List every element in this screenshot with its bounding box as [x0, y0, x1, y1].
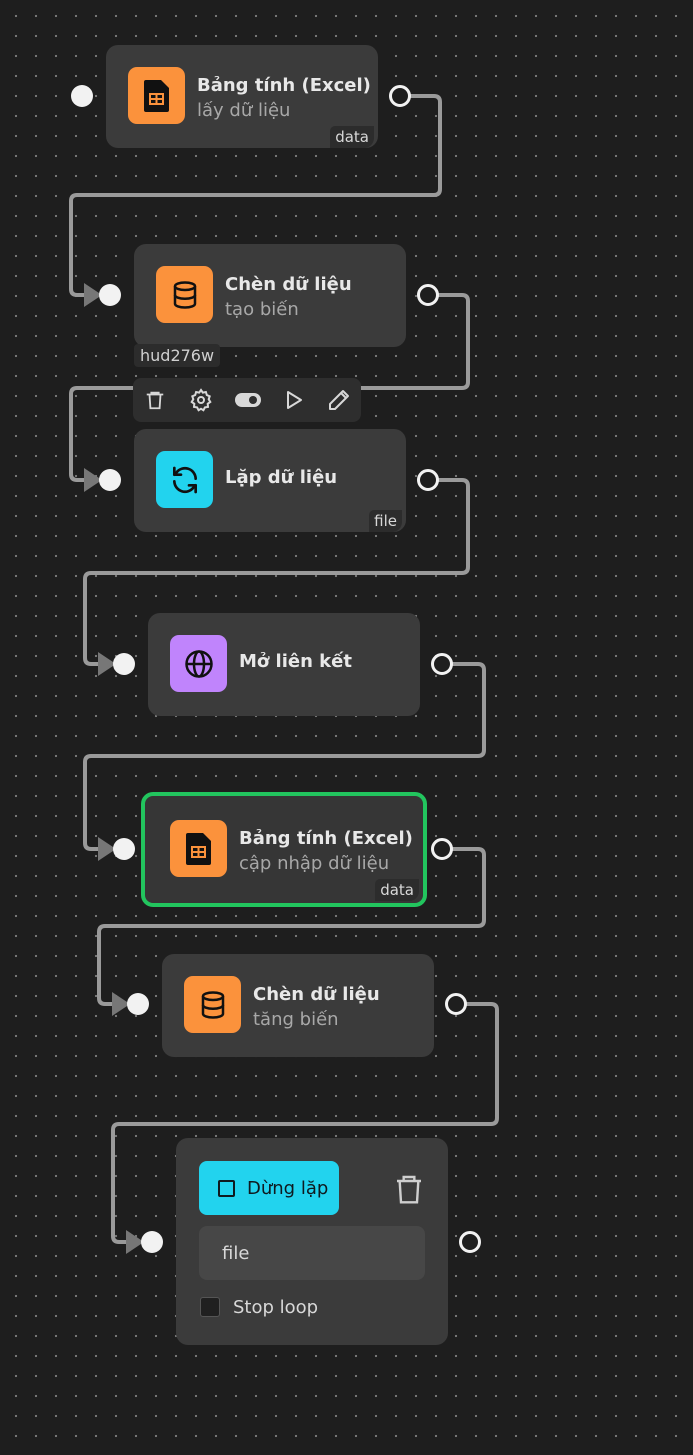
node-1-input-handle[interactable] [71, 85, 93, 107]
stop-square-icon [218, 1179, 235, 1197]
node-3-output-handle[interactable] [417, 469, 439, 491]
node-title: Bảng tính (Excel) [197, 75, 371, 96]
node-title: Mở liên kết [239, 651, 352, 672]
spreadsheet-icon [128, 67, 185, 124]
node-2-output-handle[interactable] [417, 284, 439, 306]
node-title: Bảng tính (Excel) [239, 828, 413, 849]
globe-icon [170, 635, 227, 692]
database-icon [156, 266, 213, 323]
node-id-label: hud276w [134, 344, 221, 367]
stop-loop-checkbox-label: Stop loop [233, 1297, 319, 1318]
node-stop-loop[interactable]: Dừng lặp Stop loop [176, 1138, 448, 1345]
node-5-output-handle[interactable] [431, 838, 453, 860]
node-toolbar [133, 378, 361, 422]
node-insert-data-increase[interactable]: Chèn dữ liệu tăng biến [162, 954, 434, 1057]
node-1-output-handle[interactable] [389, 85, 411, 107]
node-output-tag: file [369, 510, 402, 532]
node-subtitle: tăng biến [253, 1009, 339, 1030]
node-loop-data[interactable]: Lặp dữ liệu file [134, 429, 406, 532]
pencil-icon[interactable] [327, 388, 351, 412]
node-6-input-handle[interactable] [127, 993, 149, 1015]
gear-icon[interactable] [189, 388, 213, 412]
loop-id-input[interactable] [199, 1226, 425, 1280]
spreadsheet-icon [170, 820, 227, 877]
node-spreadsheet-update[interactable]: Bảng tính (Excel) cập nhập dữ liệu data [141, 792, 427, 907]
toggle-icon[interactable] [234, 388, 262, 412]
node-subtitle: cập nhập dữ liệu [239, 853, 390, 874]
node-insert-data-create[interactable]: Chèn dữ liệu tạo biến [134, 244, 406, 347]
node-5-input-handle[interactable] [113, 838, 135, 860]
node-2-input-handle[interactable] [99, 284, 121, 306]
node-7-output-handle[interactable] [459, 1231, 481, 1253]
node-spreadsheet-get[interactable]: Bảng tính (Excel) lấy dữ liệu data [106, 45, 378, 148]
node-title: Chèn dữ liệu [253, 984, 380, 1005]
play-icon[interactable] [282, 388, 306, 412]
node-subtitle: lấy dữ liệu [197, 100, 291, 121]
node-4-input-handle[interactable] [113, 653, 135, 675]
stop-loop-button-label: Dừng lặp [247, 1177, 329, 1199]
node-output-tag: data [375, 879, 419, 901]
trash-icon[interactable] [143, 388, 167, 412]
node-6-output-handle[interactable] [445, 993, 467, 1015]
node-open-link[interactable]: Mở liên kết [148, 613, 420, 716]
node-7-input-handle[interactable] [141, 1231, 163, 1253]
trash-icon[interactable] [393, 1172, 425, 1206]
stop-loop-checkbox[interactable] [200, 1297, 220, 1317]
loop-icon [156, 451, 213, 508]
node-title: Chèn dữ liệu [225, 274, 352, 295]
node-output-tag: data [330, 126, 374, 148]
database-icon [184, 976, 241, 1033]
node-3-input-handle[interactable] [99, 469, 121, 491]
node-subtitle: tạo biến [225, 299, 299, 320]
stop-loop-button[interactable]: Dừng lặp [199, 1161, 339, 1215]
node-4-output-handle[interactable] [431, 653, 453, 675]
node-title: Lặp dữ liệu [225, 467, 338, 488]
